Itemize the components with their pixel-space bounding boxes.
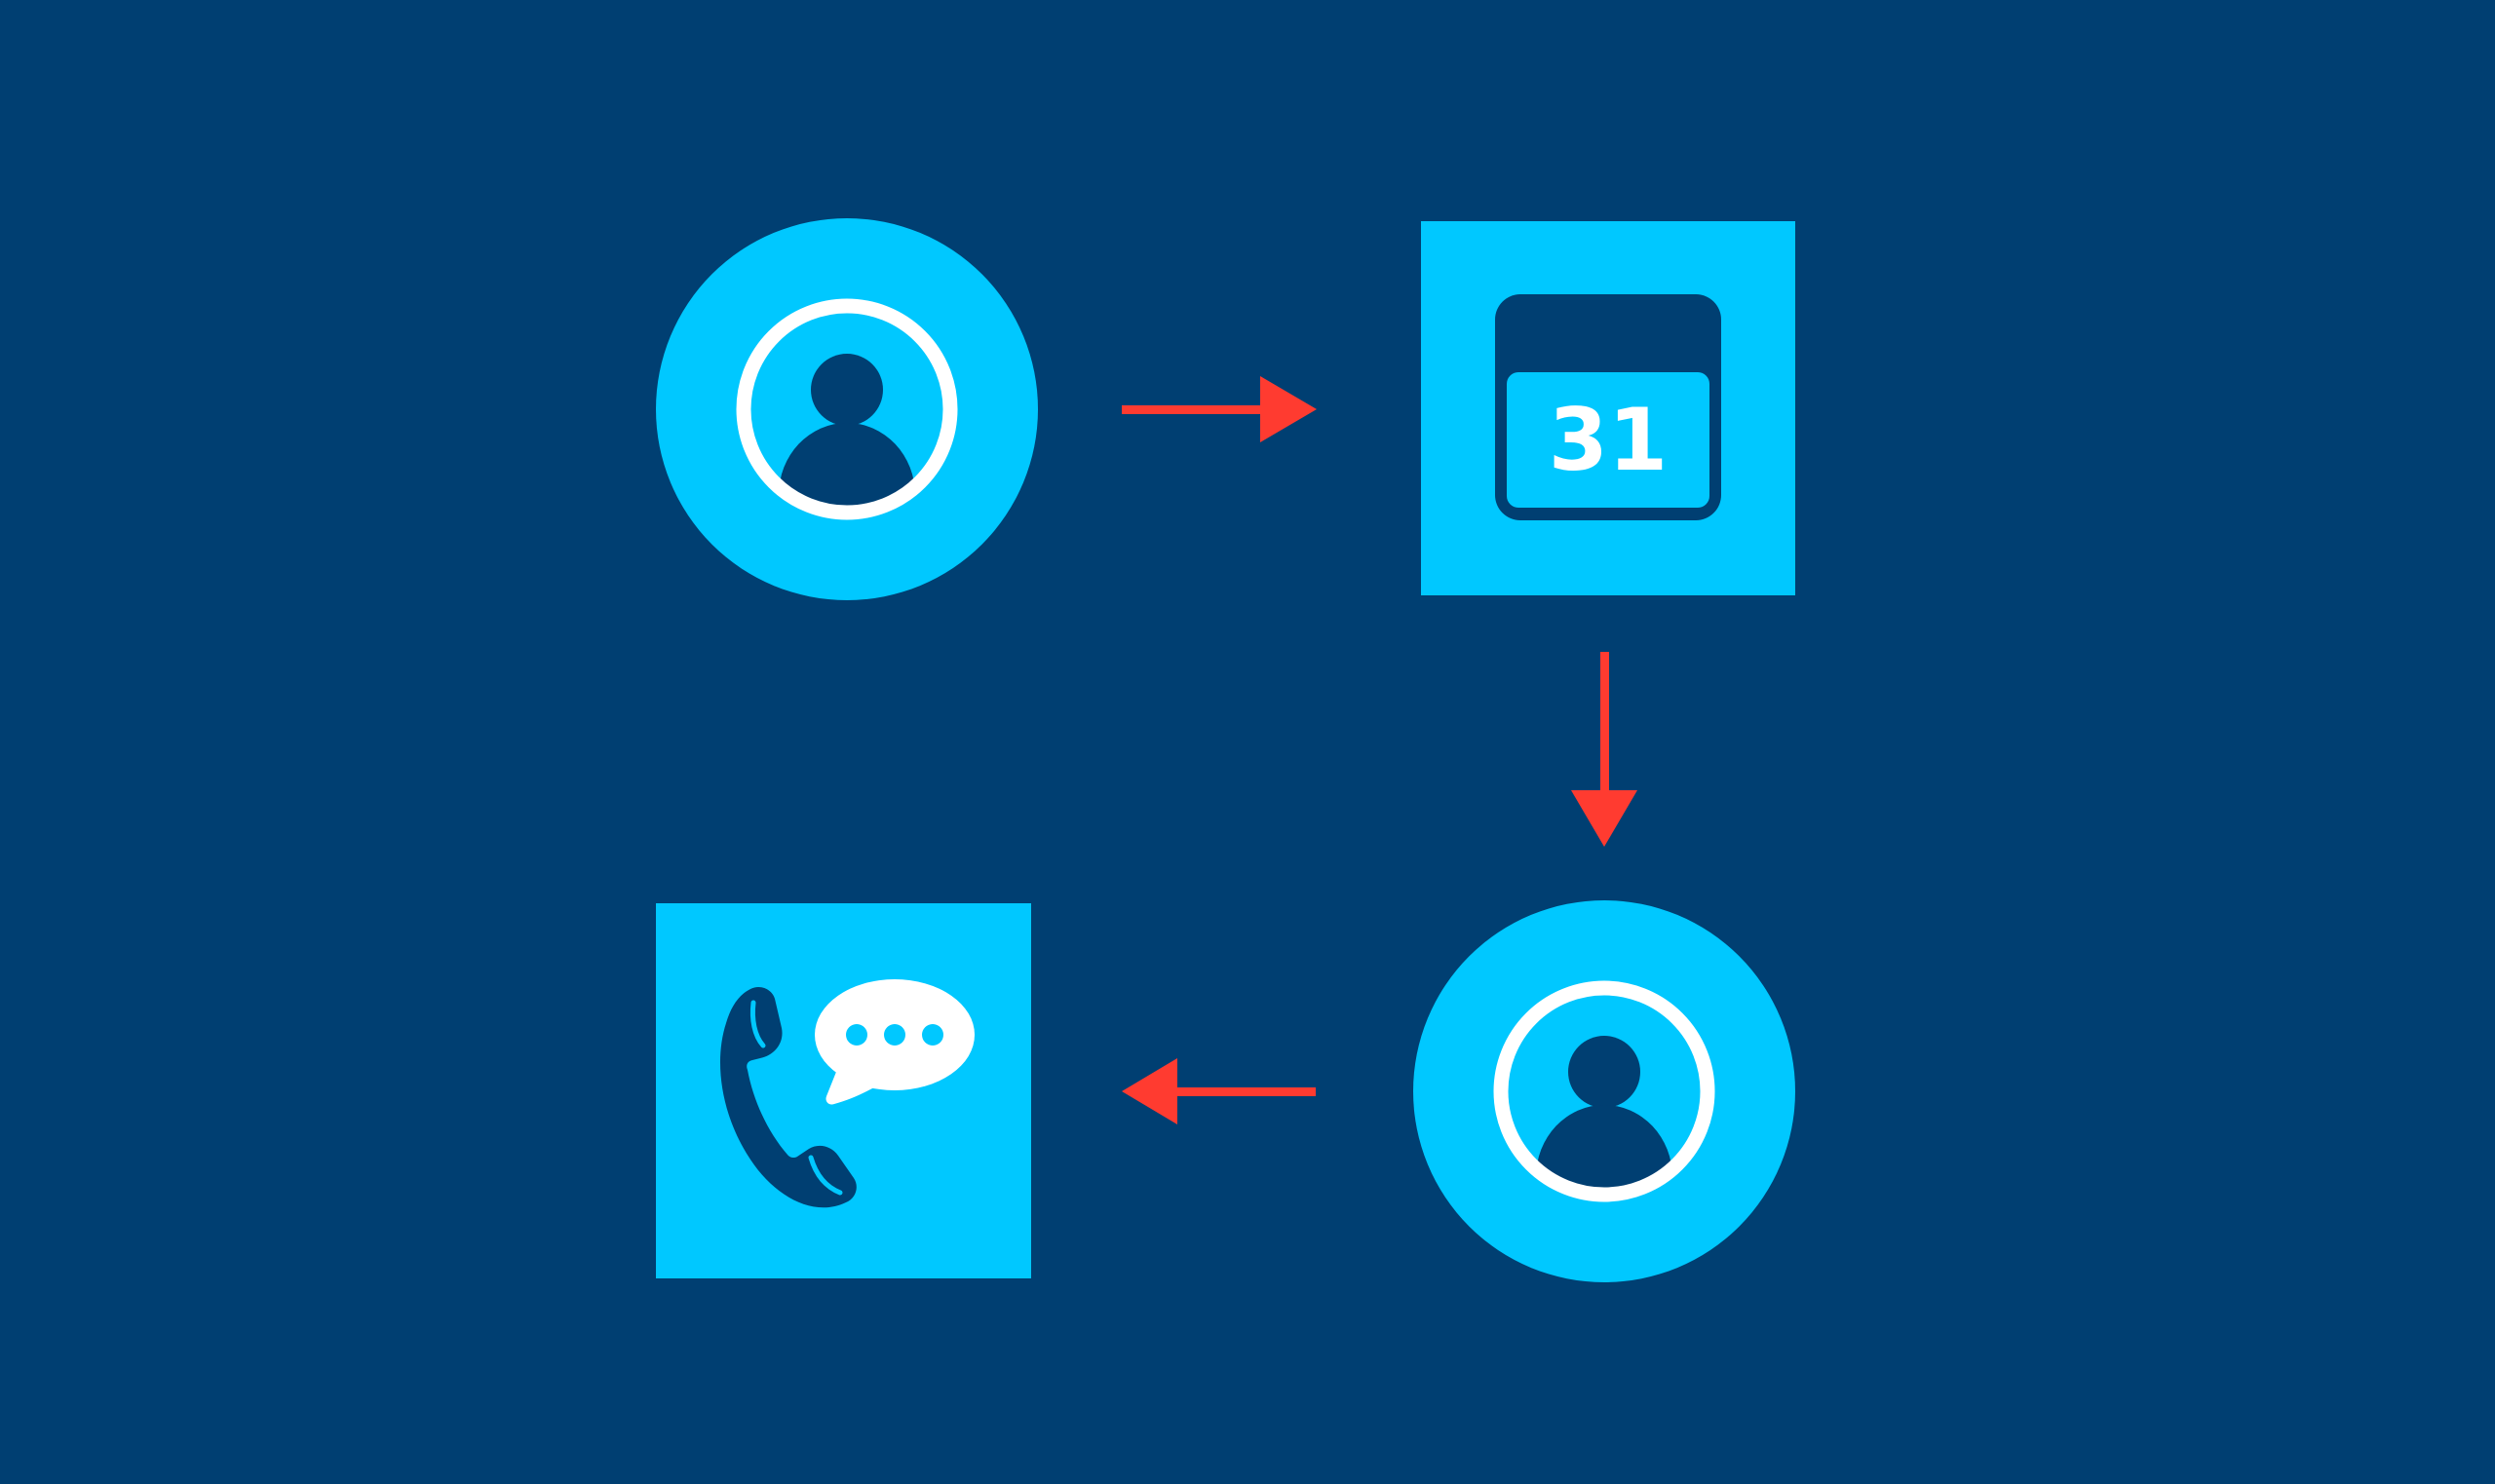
calendar-day-number: 31 (1549, 390, 1668, 490)
chat-bubble-icon (815, 979, 975, 1105)
phone-icon (719, 987, 857, 1208)
user-node-1 (656, 218, 1038, 600)
user-node-2 (1413, 900, 1795, 1282)
arrow-left (1122, 1058, 1316, 1124)
user-icon (1493, 980, 1715, 1202)
arrow-right (1122, 376, 1317, 442)
user-icon (736, 298, 958, 520)
calendar-node: 31 (1421, 221, 1795, 595)
calendar-icon: 31 (1495, 294, 1721, 520)
arrow-down (1571, 652, 1637, 847)
phone-chat-node (656, 903, 1031, 1278)
